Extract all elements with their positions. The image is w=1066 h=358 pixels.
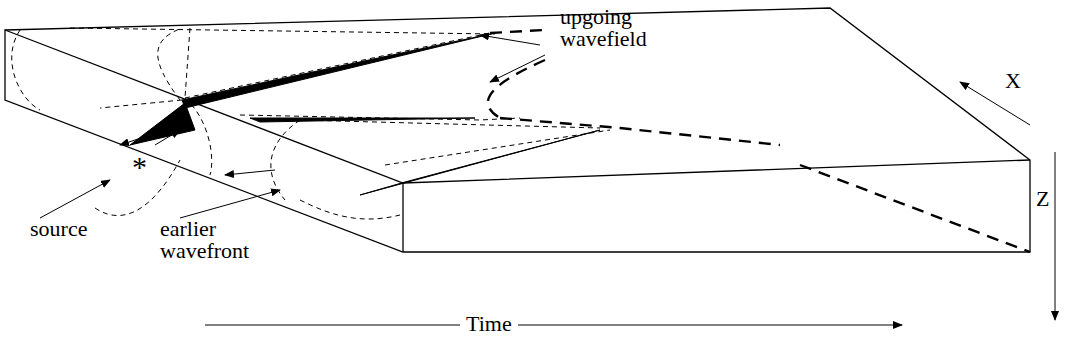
- axis-label: Time: [460, 313, 518, 335]
- source-symbol: *: [132, 152, 147, 182]
- axis-label: X: [1005, 70, 1021, 92]
- source-label: source: [30, 218, 87, 240]
- wavefield-label: upgoing wavefield: [560, 6, 655, 50]
- axis-label: Z: [1036, 188, 1049, 210]
- wavefront-label: earlier wavefront: [160, 218, 255, 262]
